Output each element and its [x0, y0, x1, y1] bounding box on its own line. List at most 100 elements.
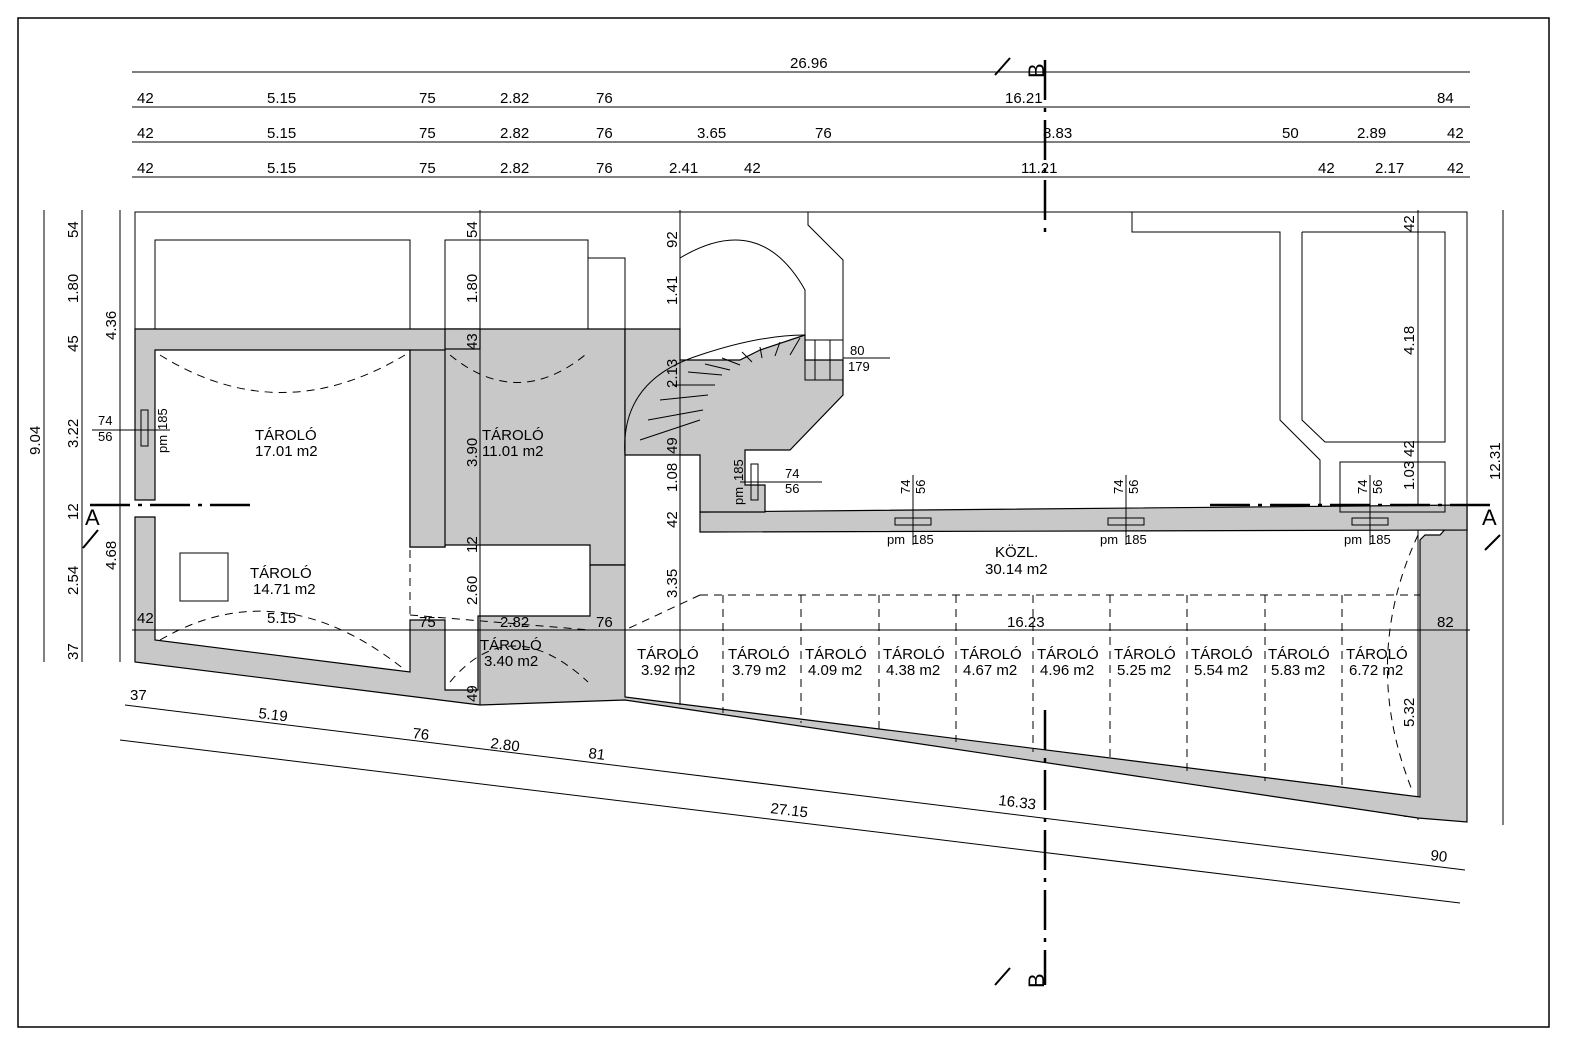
dimension-label: 3.90 [464, 438, 481, 467]
dimension-label: TÁROLÓ [805, 646, 867, 663]
section-mark-a-right: A [1482, 505, 1497, 530]
top-dimensions: 26.96 42 5.15 75 2.82 76 16.21 84 42 5.1… [132, 55, 1470, 178]
dimension-label: 3.35 [664, 569, 681, 598]
dimension-label: pm [887, 532, 905, 547]
dimension-label: 45 [65, 335, 82, 352]
drawing-frame [17, 17, 1550, 1028]
dimension-label: 185 [1369, 532, 1391, 547]
dimension-label: 5.15 [267, 90, 296, 107]
dimension-label: 3.79 m2 [732, 662, 786, 679]
dimension-label: TÁROLÓ [960, 646, 1022, 663]
dimension-label: 74 [898, 480, 913, 494]
room-labels: TÁROLÓ 17.01 m2 TÁROLÓ 11.01 m2 TÁROLÓ 1… [250, 427, 1408, 679]
dimension-label: 2.82 [500, 125, 529, 142]
room-label-area: 14.71 m2 [253, 581, 316, 598]
dimension-label: 42 [744, 160, 761, 177]
bottom-dimensions: 37 5.19 76 2.80 81 16.33 90 27.15 [119, 687, 1466, 904]
dimension-label: 42 [137, 160, 154, 177]
dimension-label: 42 [1447, 160, 1464, 177]
dimension-label: 1.80 [464, 274, 481, 303]
dimension-label: 5.25 m2 [1117, 662, 1171, 679]
dimension-label: 2.82 [500, 614, 529, 631]
dimension-label: 179 [848, 359, 870, 374]
dimension-label: 80 [850, 343, 864, 358]
dimension-label: 16.33 [998, 792, 1037, 813]
dimension-label: 4.18 [1401, 326, 1418, 355]
dimension-label: pm [1344, 532, 1362, 547]
dimension-label: TÁROLÓ [1268, 646, 1330, 663]
room-label-area: 3.40 m2 [484, 653, 538, 670]
dimension-label: TÁROLÓ [1037, 646, 1099, 663]
upper-room-outlines [154, 212, 1446, 513]
dimension-label: pm [1100, 532, 1118, 547]
dimension-label: 1.80 [65, 274, 82, 303]
dimension-label: 3.92 m2 [641, 662, 695, 679]
dimension-label: 185 [731, 459, 746, 481]
section-lines: A A B B [82, 57, 1501, 988]
dimension-label: 4.68 [103, 541, 120, 570]
dimension-label: 5.54 m2 [1194, 662, 1248, 679]
dim-total-width: 26.96 [790, 55, 828, 72]
windows: 74 56 pm 185 74 56 pm 185 74 56 pm 185 7… [92, 343, 1391, 547]
interior-dimensions: 42 5.15 75 2.82 76 16.23 82 54 1.80 43 3… [132, 210, 1470, 705]
dimension-label: 74 [98, 413, 112, 428]
dimension-label: 2.80 [490, 735, 521, 755]
dimension-label: 42 [1401, 215, 1418, 232]
dimension-label: 92 [664, 231, 681, 248]
dimension-label: pm [731, 487, 746, 505]
dimension-label: 11.21 [1021, 160, 1057, 177]
dimension-label: pm [155, 435, 170, 453]
dimension-label: 1.08 [664, 463, 681, 492]
dimension-label: 76 [815, 125, 832, 142]
dimension-label: 5.19 [258, 705, 289, 725]
dimension-label: TÁROLÓ [1191, 646, 1253, 663]
dimension-label: 5.32 [1401, 698, 1418, 727]
dimension-label: 2.13 [664, 359, 681, 388]
dimension-label: 42 [137, 610, 154, 627]
dimension-label: 49 [664, 437, 681, 454]
dimension-label: 2.82 [500, 160, 529, 177]
dimension-label: 6.72 m2 [1349, 662, 1403, 679]
dimension-label: 185 [1125, 532, 1147, 547]
room-label-name: TÁROLÓ [480, 637, 542, 654]
dimension-label: TÁROLÓ [637, 646, 699, 663]
room-label-name: TÁROLÓ [255, 427, 317, 444]
dimension-label: 2.54 [65, 566, 82, 595]
room-label-area: 30.14 m2 [985, 561, 1048, 578]
dimension-label: 42 [664, 511, 681, 528]
dimension-label: 75 [419, 125, 436, 142]
dimension-label: 54 [464, 221, 481, 238]
dimension-label: 4.96 m2 [1040, 662, 1094, 679]
dimension-label: 27.15 [770, 800, 809, 821]
dimension-label: 42 [1447, 125, 1464, 142]
dimension-label: 2.17 [1375, 160, 1404, 177]
dimension-label: 3.65 [697, 125, 726, 142]
dimension-label: 1.41 [664, 276, 681, 305]
dimension-label: 42 [1401, 440, 1418, 457]
dimension-label: 75 [419, 614, 436, 631]
dimension-label: 9.04 [27, 426, 44, 455]
room-label-name: TÁROLÓ [482, 427, 544, 444]
dimension-label: 74 [1355, 480, 1370, 494]
dimension-label: 2.89 [1357, 125, 1386, 142]
dimension-label: 8.83 [1043, 125, 1072, 142]
dimension-label: 42 [137, 90, 154, 107]
dimension-label: 12.31 [1487, 442, 1504, 480]
section-mark-b-bottom: B [1024, 973, 1049, 988]
dimension-label: 5.15 [267, 160, 296, 177]
door-swings [159, 354, 1419, 791]
dimension-label: 5.83 m2 [1271, 662, 1325, 679]
room-label-area: 17.01 m2 [255, 443, 318, 460]
dimension-label: 5.15 [267, 125, 296, 142]
dimension-label: 185 [155, 408, 170, 430]
dimension-label: 50 [1282, 125, 1299, 142]
dimension-label: 16.21 [1005, 90, 1043, 107]
room-label-area: 11.01 m2 [482, 443, 543, 460]
dimension-label: 76 [596, 90, 613, 107]
dimension-label: 2.82 [500, 90, 529, 107]
section-mark-b-top: B [1024, 63, 1049, 78]
dimension-label: 5.15 [267, 610, 296, 627]
dimension-label: 4.36 [103, 311, 120, 340]
dimension-label: TÁROLÓ [1114, 646, 1176, 663]
